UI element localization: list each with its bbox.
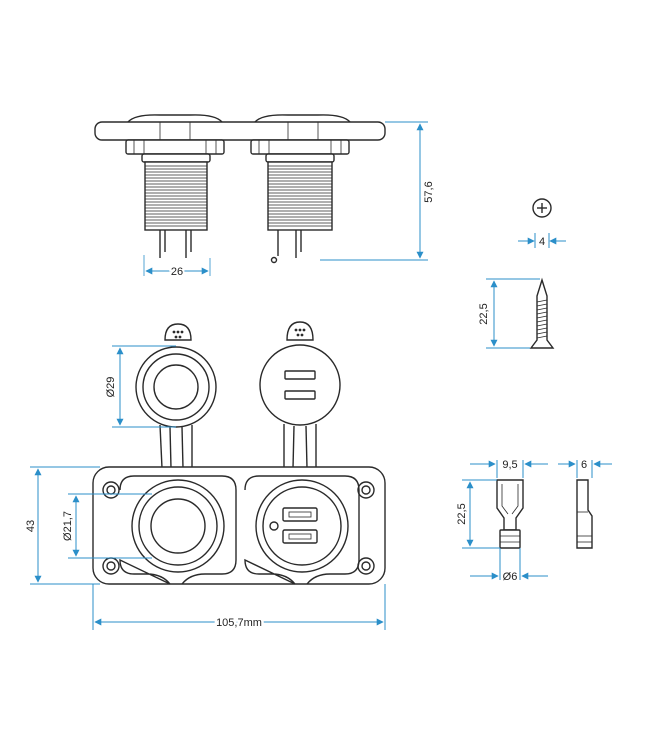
left-cap-outer <box>135 346 217 428</box>
dim-label-terminal-length: 22,5 <box>456 503 468 524</box>
right-recess <box>244 475 360 585</box>
usb-cap-slot-top <box>284 370 316 380</box>
flange-plate <box>94 121 386 141</box>
screw-thread-line <box>536 299 548 303</box>
screw-thread-line <box>536 327 548 331</box>
usb-led-icon <box>269 521 279 531</box>
left-recess <box>119 475 237 585</box>
dim-label-panel-height: 43 <box>25 520 37 532</box>
screw-thread-line <box>536 303 548 307</box>
dim-label-terminal-barrel: Ø6 <box>503 571 518 583</box>
screw-body <box>529 277 555 349</box>
screw-detail: 4 22,5 <box>478 198 566 349</box>
screw-thread-line <box>536 323 548 327</box>
screw-thread-line <box>536 307 548 311</box>
screw-head-icon <box>532 198 552 218</box>
dim-label-terminal-thickness: 6 <box>581 459 587 471</box>
side-view: 26 57,6 <box>94 114 435 280</box>
dim-label-cap-diameter: Ø29 <box>105 377 117 398</box>
usb-cap-slot-bottom <box>284 390 316 400</box>
front-panel: Ø21,7 43 105,7mm <box>25 466 386 632</box>
terminal-front <box>496 479 524 531</box>
right-socket-body <box>250 139 350 264</box>
right-cap-outer <box>259 344 341 426</box>
screw-thread-line <box>536 335 548 339</box>
terminal-barrel <box>499 529 521 549</box>
dim-label-panel-width: 105,7mm <box>216 617 262 629</box>
screw-thread-line <box>536 319 548 323</box>
dim-label-pin-spacing: 26 <box>171 266 183 278</box>
spade-terminal-detail: 9,5 6 22,5 Ø6 <box>456 457 612 585</box>
cap-left-profile <box>127 114 223 123</box>
dim-label-hole-diameter: Ø21,7 <box>62 511 74 541</box>
left-socket-ring <box>131 479 225 573</box>
usb-port-top <box>282 507 318 522</box>
dim-label-height: 57,6 <box>423 181 435 202</box>
cap-right-profile <box>254 114 351 123</box>
left-socket-hole <box>150 498 206 554</box>
usb-socket-ring <box>255 479 349 573</box>
screw-thread-line <box>536 311 548 315</box>
terminal-side <box>576 479 593 549</box>
dim-label-terminal-width: 9,5 <box>502 459 517 471</box>
front-caps: Ø29 <box>105 321 341 469</box>
screw-thread-line <box>536 331 548 335</box>
dim-label-screw-head: 4 <box>539 236 545 248</box>
mounting-hole-icon <box>102 481 375 575</box>
usb-port-bottom <box>282 529 318 544</box>
left-cap-inner <box>153 364 199 410</box>
screw-thread-line <box>536 315 548 319</box>
left-socket-body <box>125 139 225 258</box>
dim-label-screw-length: 22,5 <box>478 303 490 324</box>
